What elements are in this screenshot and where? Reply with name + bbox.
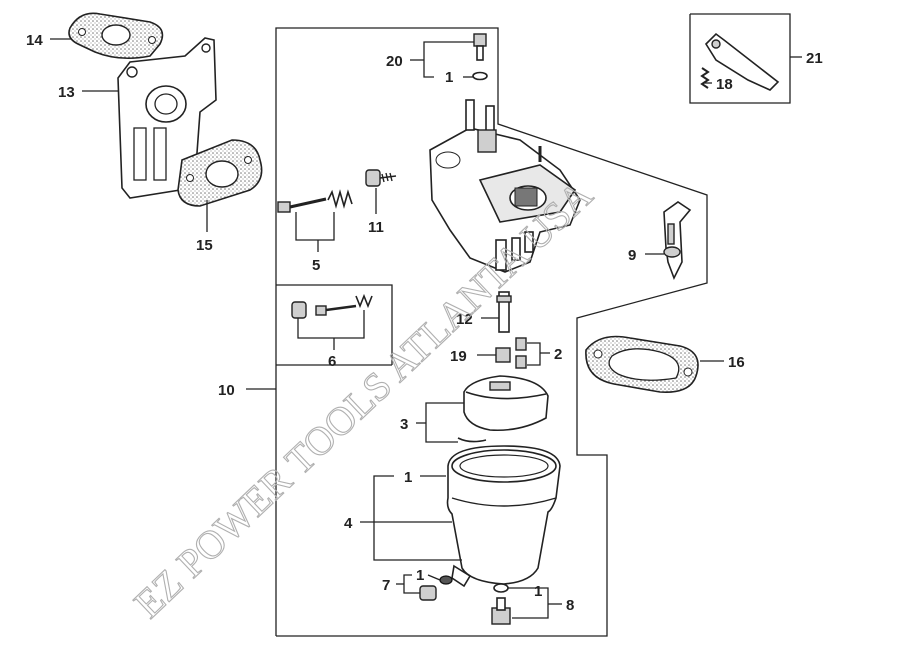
part-7-drain-screw bbox=[419, 575, 453, 601]
label-5: 5 bbox=[312, 257, 320, 274]
label-1-bolt: 1 bbox=[534, 583, 542, 600]
part-14-gasket bbox=[68, 12, 164, 60]
part-15-gasket bbox=[177, 139, 263, 207]
label-19: 19 bbox=[450, 348, 467, 365]
label-1-drain: 1 bbox=[416, 567, 424, 584]
label-13: 13 bbox=[58, 84, 75, 101]
label-8: 8 bbox=[566, 597, 574, 614]
part-3-float bbox=[457, 375, 549, 443]
part-6-screws bbox=[291, 293, 373, 319]
part-20-screw bbox=[473, 33, 487, 61]
label-6: 6 bbox=[328, 353, 336, 370]
callout-labels: 14 13 15 5 11 6 20 1 21 18 9 10 12 19 2 … bbox=[26, 32, 823, 614]
part-19-jet bbox=[495, 347, 511, 363]
label-14: 14 bbox=[26, 32, 43, 49]
part-8-bolt bbox=[491, 583, 511, 625]
label-21: 21 bbox=[806, 50, 823, 67]
part-5-screw-spring bbox=[277, 189, 353, 213]
label-15: 15 bbox=[196, 237, 213, 254]
label-1-bowl: 1 bbox=[404, 469, 412, 486]
assembly-outline bbox=[275, 13, 791, 637]
label-20: 20 bbox=[386, 53, 403, 70]
label-3: 3 bbox=[400, 416, 408, 433]
label-10: 10 bbox=[218, 382, 235, 399]
label-2: 2 bbox=[554, 346, 562, 363]
part-11-screw bbox=[365, 169, 397, 187]
inset-box-21 bbox=[689, 13, 791, 104]
label-1-top: 1 bbox=[445, 69, 453, 86]
part-21-lever bbox=[704, 32, 780, 91]
label-7: 7 bbox=[382, 577, 390, 594]
label-12: 12 bbox=[456, 311, 473, 328]
leader-lines bbox=[50, 38, 802, 619]
part-18-spring bbox=[700, 67, 710, 89]
label-18: 18 bbox=[716, 76, 733, 93]
part-9-float-valve bbox=[663, 201, 692, 280]
inset-box-6 bbox=[276, 284, 393, 365]
part-2-jets bbox=[515, 337, 527, 369]
part-4-float-bowl bbox=[446, 445, 561, 588]
label-11: 11 bbox=[368, 219, 384, 236]
carburetor-body bbox=[429, 99, 581, 273]
part-1-washer-top bbox=[472, 71, 488, 81]
label-9: 9 bbox=[628, 247, 636, 264]
part-16-gasket bbox=[585, 335, 699, 393]
label-16: 16 bbox=[728, 354, 745, 371]
part-12-jet bbox=[496, 291, 512, 333]
label-4: 4 bbox=[344, 515, 353, 532]
